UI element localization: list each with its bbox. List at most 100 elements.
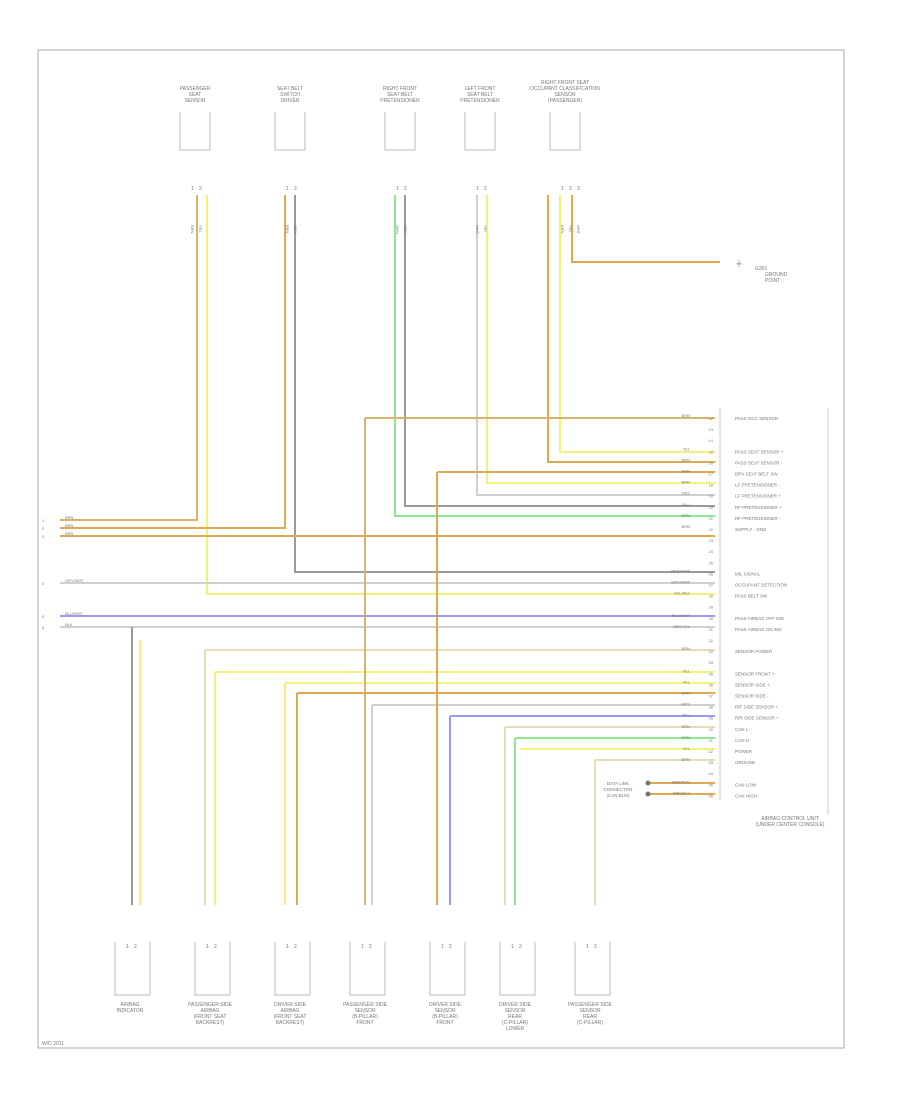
module-pin-number: 45 [709, 782, 714, 787]
component-label: (PASSENGER) [548, 98, 582, 104]
component-label: RIGHT FRONT [383, 86, 417, 92]
module-wire-code: GRY/WHT [671, 580, 690, 585]
pin-number: 1 [191, 186, 194, 192]
module-pin-number: 31 [709, 627, 714, 632]
pin-number: 2 [519, 944, 522, 950]
module-pin-label: RF PRETENSIONER - [735, 516, 781, 521]
component-label: PRETENSIONER [460, 98, 500, 104]
module-wire-code: BRN/BLK [673, 790, 690, 795]
module-pin-number: 30 [709, 616, 714, 621]
pin-number: 2 [484, 186, 487, 192]
wire-code: WHT [475, 225, 480, 235]
pin-number: 1 [476, 186, 479, 192]
ground-label: GROUND [765, 272, 788, 278]
module-pin-number: 26 [709, 571, 714, 576]
left-terminal-number: 6 [42, 625, 45, 630]
component-label: PASSENGER SIDE [188, 1002, 232, 1008]
component-label: LEFT FRONT [465, 86, 496, 92]
module-pin-number: 25 [709, 560, 714, 565]
left-terminal-number: 1 [42, 518, 45, 523]
wires-layer [60, 195, 720, 905]
wire-rf-pretensioner-1 [394, 195, 715, 517]
module-wire-code: BRN [682, 480, 691, 485]
component-label: FRONT [356, 1020, 373, 1026]
module-pin-number: 19 [709, 494, 714, 499]
component-label: REAR [583, 1014, 597, 1020]
left-terminal-number: 4 [42, 581, 45, 586]
pin-number: 1 [511, 944, 514, 950]
wire-code: GRY [403, 225, 408, 234]
module-pin-number: 34 [709, 660, 714, 665]
pin-number: 1 [126, 944, 129, 950]
pin-number: 1 [286, 186, 289, 192]
wire-passenger-seat-2 [206, 195, 715, 595]
pin-number: 2 [594, 944, 597, 950]
component-label: (C-PILLAR) [502, 1020, 528, 1026]
component-label: SENSOR [434, 1008, 456, 1014]
module-pin-number: 13 [709, 427, 714, 432]
diagram-frame [37, 49, 845, 1049]
component-label: PRETENSIONER [380, 98, 420, 104]
wire-code: BRN [285, 225, 290, 234]
module-pin-label: CAN H [735, 738, 749, 743]
module-pin-label: PASS AIRBAG OFF IND [735, 616, 785, 621]
module-wire-code: YEL/BLK [674, 591, 691, 596]
ground-label: G301 [755, 266, 767, 272]
footer-label: W/D 2011 [42, 1041, 64, 1047]
module-pin-number: 18 [709, 483, 714, 488]
module-pin-label: PASS SEAT SENSOR - [735, 460, 783, 465]
component-label: (FRONT SEAT [274, 1014, 307, 1020]
wire-rf-pretensioner-2 [404, 195, 715, 507]
pin-number: 3 [577, 186, 580, 192]
component-label: SEAT BELT [387, 92, 413, 98]
wire-belt-switch-2 [294, 195, 715, 573]
wire-code: WHT [576, 225, 581, 235]
module-pin-label: CAN HIGH [735, 793, 757, 798]
component-label: PASSENGER SIDE [343, 1002, 387, 1008]
left-wire-code: BRN [65, 531, 74, 536]
component-label: SEAT BELT [467, 92, 493, 98]
pin-number: 1 [586, 944, 589, 950]
module-pin-label: SENSOR SIDE - [735, 694, 769, 699]
module-wire-code: BRN [682, 469, 691, 474]
connector-outline [179, 112, 211, 151]
pin-number: 2 [294, 186, 297, 192]
module-pin-number: 33 [709, 649, 714, 654]
component-label: SENSOR [554, 92, 576, 98]
module-wire-code: BLU [682, 502, 690, 507]
wire-code: YEL [198, 225, 203, 233]
pin-number: 2 [449, 944, 452, 950]
module-wire-code: YEL [682, 668, 690, 673]
module-pin-number: 46 [709, 793, 714, 798]
component-label: AIRBAG [201, 1008, 220, 1014]
pin-number: 2 [404, 186, 407, 192]
module-wire-code: BRN [682, 457, 691, 462]
module-pin-label: SENSOR SIDE + [735, 682, 770, 687]
component-label: SEAT BELT [277, 86, 303, 92]
module-wire-code: BRN [682, 646, 691, 651]
left-wire-code: BRN [65, 523, 74, 528]
left-wire-code: BLK [65, 622, 73, 627]
component-label: SENSOR [579, 1008, 601, 1014]
module-title: (UNDER CENTER CONSOLE) [756, 822, 825, 828]
module-pin-label: LF PRETENSIONER + [735, 494, 781, 499]
component-label: LOWER [506, 1026, 525, 1032]
module-wire-code: BRN/RED [672, 779, 690, 784]
component-label: PASSENGER SIDE [568, 1002, 612, 1008]
module-wire-code: BLU [682, 713, 690, 718]
pin-number: 1 [441, 944, 444, 950]
component-label: OCCUPANT CLASSIFICATION [530, 86, 600, 92]
component-label: SENSOR [354, 1008, 376, 1014]
wire-code: YEL [568, 225, 573, 233]
component-label: (B-PILLAR) [352, 1014, 378, 1020]
module-wire-code: BRN [682, 413, 691, 418]
module-wire-code: RED/WHT [671, 568, 690, 573]
